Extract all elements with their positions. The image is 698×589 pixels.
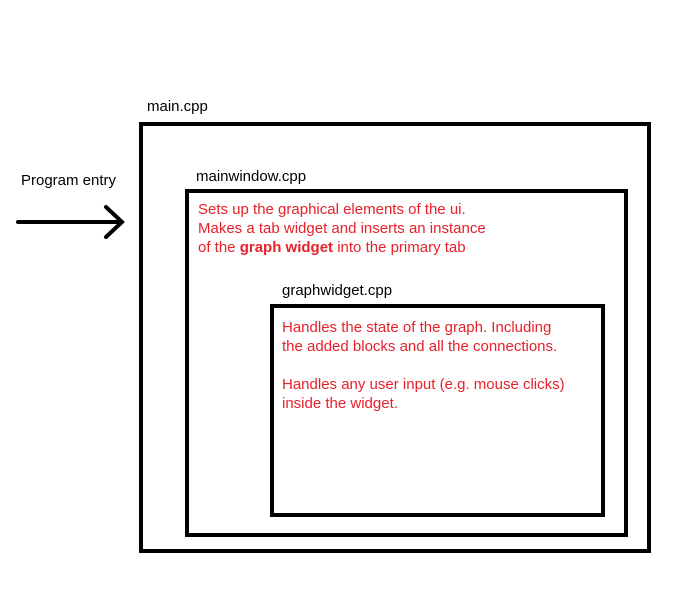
paragraph-gap — [282, 356, 565, 375]
graphwidget-line-4: inside the widget. — [282, 395, 398, 412]
mainwindow-line-3-prefix: of the — [198, 239, 240, 256]
mainwindow-line-3-suffix: into the primary tab — [333, 239, 466, 256]
mainwindow-description: Sets up the graphical elements of the ui… — [198, 200, 486, 257]
graphwidget-cpp-box — [270, 304, 605, 517]
mainwindow-line-2: Makes a tab widget and inserts an instan… — [198, 220, 486, 237]
graphwidget-line-2: the added blocks and all the connections… — [282, 338, 558, 355]
main-cpp-title: main.cpp — [147, 98, 208, 115]
graph-widget-emphasis: graph widget — [239, 239, 334, 256]
mainwindow-line-3: of the graph widget into the primary tab — [198, 238, 486, 257]
graphwidget-cpp-title: graphwidget.cpp — [282, 282, 393, 299]
graphwidget-line-3: Handles any user input (e.g. mouse click… — [282, 376, 565, 393]
mainwindow-cpp-title: mainwindow.cpp — [196, 168, 307, 185]
program-entry-label: Program entry — [21, 172, 117, 189]
graphwidget-line-1: Handles the state of the graph. Includin… — [282, 319, 552, 336]
right-arrow-icon — [16, 205, 125, 239]
mainwindow-line-1: Sets up the graphical elements of the ui… — [198, 201, 466, 218]
graphwidget-description: Handles the state of the graph. Includin… — [282, 318, 565, 413]
